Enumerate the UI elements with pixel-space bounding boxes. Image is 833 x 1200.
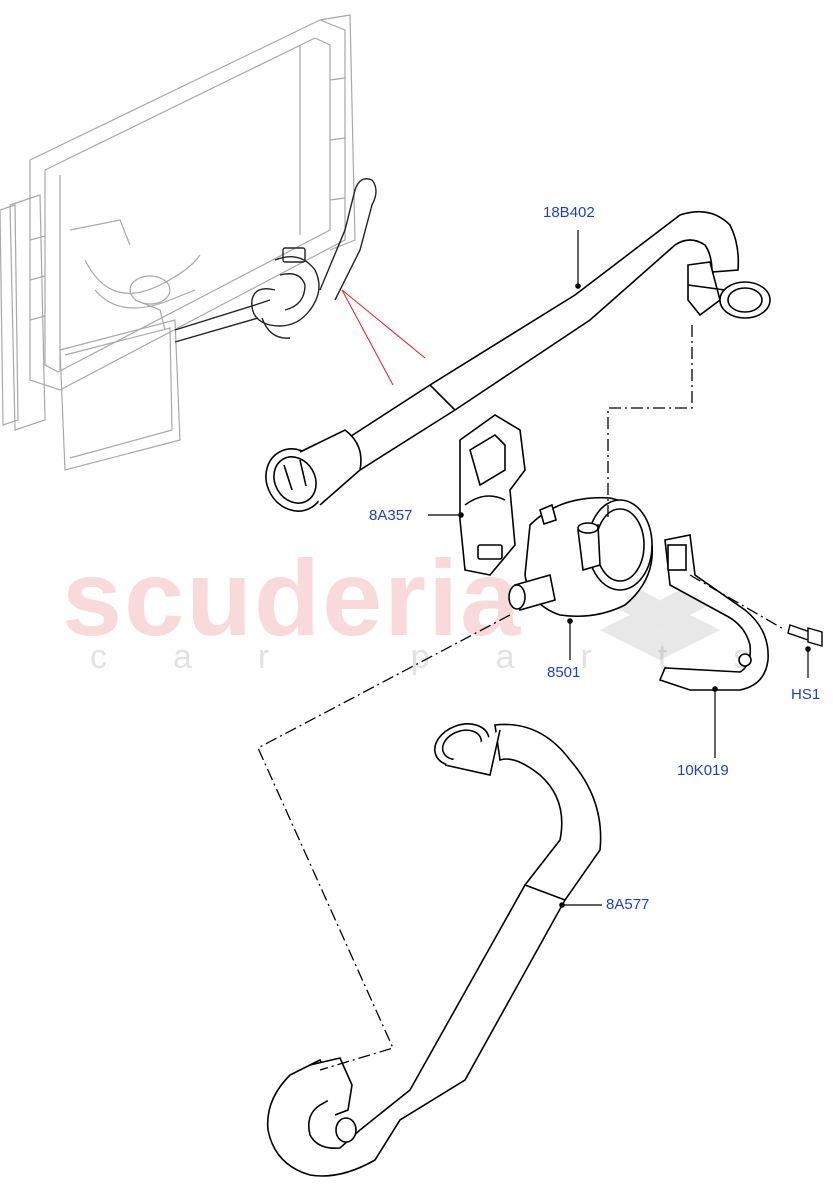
pointer-lines xyxy=(341,289,426,386)
callout-8501[interactable]: 8501 xyxy=(547,664,581,681)
screw-hs1-drawing xyxy=(787,624,823,647)
callout-8a577[interactable]: 8A577 xyxy=(606,896,650,913)
strap-10k019-drawing xyxy=(658,534,769,691)
leader-lines xyxy=(428,230,811,908)
radiator-ghost xyxy=(0,14,356,471)
assembly-lines xyxy=(257,325,786,1071)
callout-10k019[interactable]: 10K019 xyxy=(677,762,729,779)
watermark-subtitle: car parts xyxy=(90,638,817,676)
watermark-brand: scuderia xyxy=(62,537,523,658)
hose-18b402-drawing xyxy=(265,210,771,512)
bracket-8a357-drawing xyxy=(459,414,526,576)
hose-8a577-drawing xyxy=(266,723,602,1177)
callout-8a357[interactable]: 8A357 xyxy=(369,507,413,524)
pump-8501-drawing xyxy=(508,496,654,618)
callout-18b402[interactable]: 18B402 xyxy=(543,204,595,221)
callout-hs1[interactable]: HS1 xyxy=(791,686,821,703)
radiator-hose-highlight xyxy=(174,178,377,343)
